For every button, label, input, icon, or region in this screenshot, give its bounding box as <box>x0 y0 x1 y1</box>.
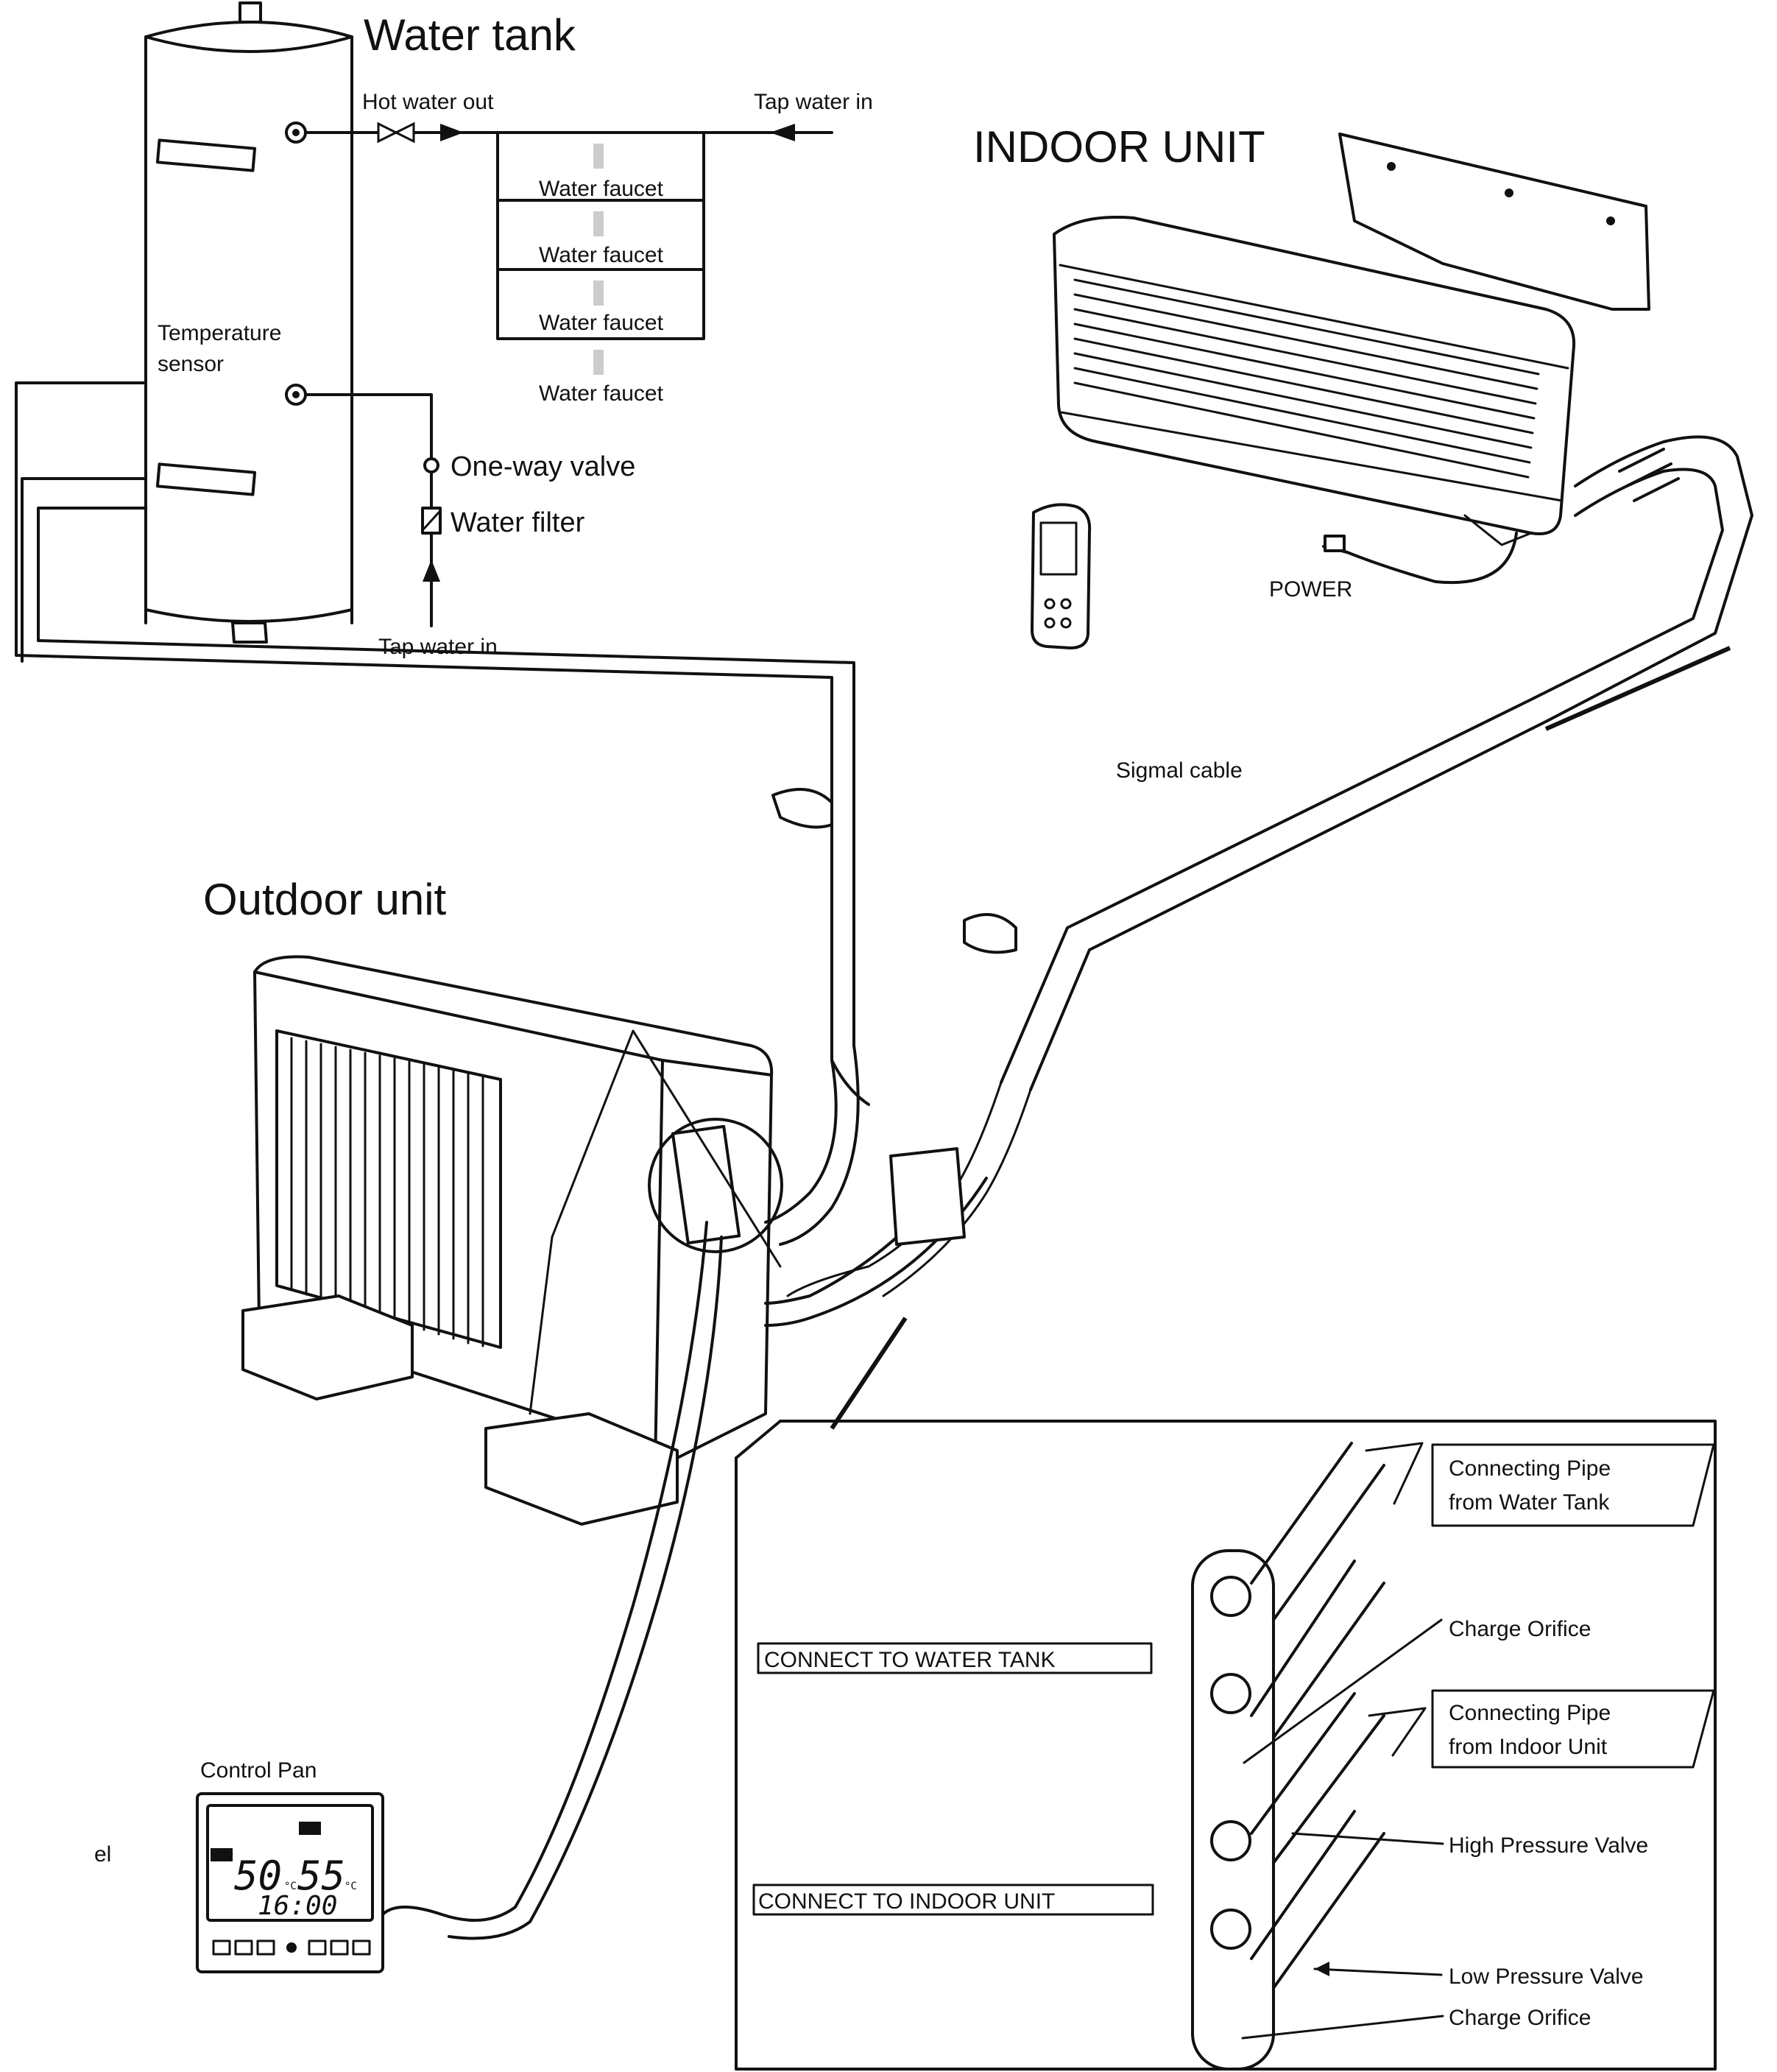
temperature-sensor-label-line2: sensor <box>158 352 224 376</box>
connect-indoor-unit-box <box>752 1884 1154 1916</box>
connect-water-tank-box <box>757 1642 1153 1674</box>
connecting-pipe-water-label-line1: Connecting Pipe <box>1449 1456 1611 1481</box>
charge-orifice-bottom-label: Charge Orifice <box>1449 2006 1591 2030</box>
connect-indoor-unit-label: CONNECT TO INDOOR UNIT <box>758 1889 1055 1914</box>
indoor-unit <box>1053 133 1650 546</box>
outdoor-unit <box>241 955 783 1526</box>
signal-cable-label: Sigmal cable <box>1116 758 1243 783</box>
water-tank-label: Water tank <box>364 10 576 60</box>
connecting-pipe-water-label-line2: from Water Tank <box>1449 1490 1610 1515</box>
hot-water-piping <box>304 121 833 375</box>
tap-water-in-bottom-label: Tap water in <box>378 635 498 659</box>
water-faucet-1-label: Water faucet <box>539 177 664 201</box>
control-panel-temp-badge: TEMP <box>212 1850 233 1861</box>
inlet-piping <box>304 393 442 627</box>
control-panel-label-line1: Control Pan <box>200 1758 317 1783</box>
charge-orifice-top-label: Charge Orifice <box>1449 1617 1591 1641</box>
connect-water-tank-label: CONNECT TO WATER TANK <box>764 1648 1056 1672</box>
power-label: POWER <box>1269 577 1352 602</box>
control-panel: TEMP OUT 50 °C 55 °C 16:00 <box>196 1792 384 1973</box>
detail-inset <box>735 1420 1717 2071</box>
callout-boxes <box>1431 1443 1715 1769</box>
connecting-pipe-indoor-label-line1: Connecting Pipe <box>1449 1701 1611 1725</box>
water-faucet-4-label: Water faucet <box>539 381 664 406</box>
outdoor-hoses <box>529 788 1017 1430</box>
indoor-unit-label: INDOOR UNIT <box>973 122 1265 172</box>
remote-control <box>1031 503 1092 649</box>
low-pressure-valve-label: Low Pressure Valve <box>1449 1964 1644 1989</box>
control-panel-right-unit: °C <box>345 1881 357 1892</box>
control-panel-left-unit: °C <box>284 1881 297 1892</box>
connecting-pipe-indoor-label-line2: from Indoor Unit <box>1449 1735 1608 1759</box>
hot-water-out-label: Hot water out <box>362 90 494 114</box>
one-way-valve-label: One-way valve <box>451 451 635 482</box>
control-cable <box>381 1221 723 1940</box>
water-faucet-2-label: Water faucet <box>539 243 664 267</box>
control-panel-time: 16:00 <box>258 1891 337 1921</box>
control-panel-out-badge: OUT <box>302 1824 318 1834</box>
water-tank <box>144 1 353 644</box>
inset-callouts <box>1241 1442 1444 2040</box>
outdoor-unit-label: Outdoor unit <box>203 875 447 924</box>
power-cord <box>1322 532 1518 585</box>
control-panel-left-value: 50 <box>234 1853 282 1899</box>
control-panel-right-value: 55 <box>297 1853 345 1899</box>
control-panel-label-line2: el <box>94 1842 111 1867</box>
temperature-sensor-label-line1: Temperature <box>158 321 281 345</box>
water-faucet-3-label: Water faucet <box>539 311 664 335</box>
high-pressure-valve-label: High Pressure Valve <box>1449 1833 1648 1858</box>
tap-water-in-top-label: Tap water in <box>754 90 873 114</box>
water-filter-label: Water filter <box>451 507 585 538</box>
